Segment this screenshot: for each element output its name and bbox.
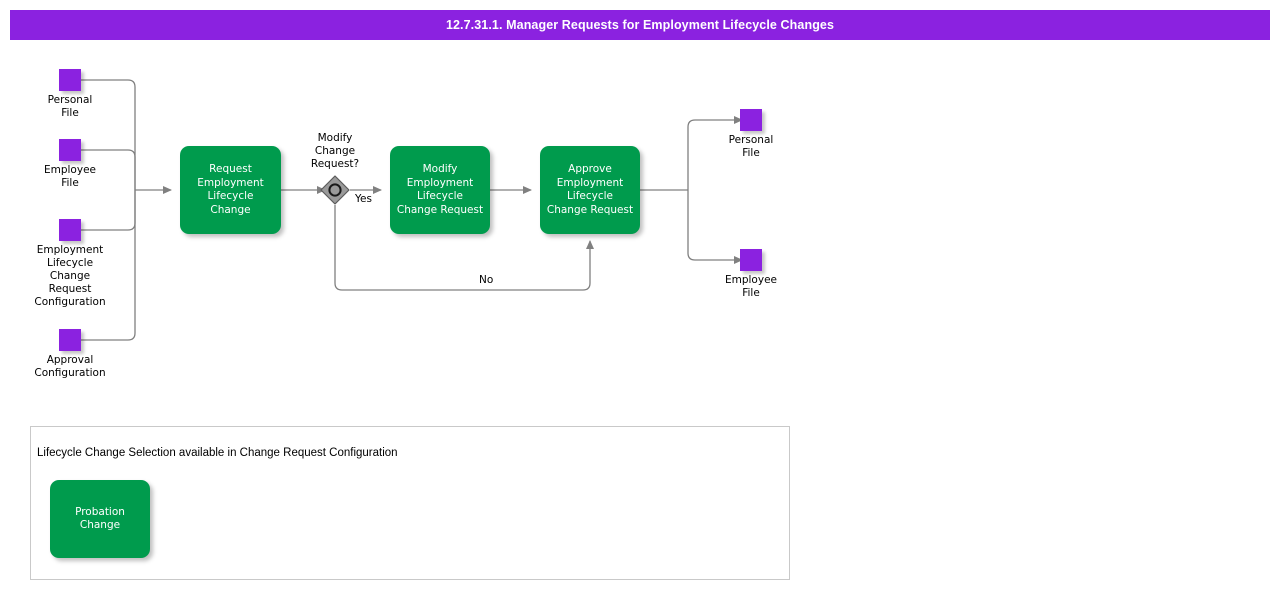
data-object-approval-configuration[interactable] (59, 329, 81, 351)
data-object-personal-file-in[interactable] (59, 69, 81, 91)
legend-note-text: Lifecycle Change Selection available in … (37, 447, 398, 459)
complex-gateway-icon[interactable] (320, 175, 350, 205)
gateway-label-modify-change-request: Modify Change Request? (310, 132, 360, 170)
flow-label-no: No (479, 274, 494, 286)
data-object-label-personal-file-out: Personal File (728, 134, 774, 159)
data-object-lifecycle-change-request-config[interactable] (59, 219, 81, 241)
data-object-label-employee-file-out: Employee File (724, 274, 777, 299)
legend-item-probation-change[interactable]: Probation Change (50, 480, 150, 558)
data-object-employee-file-in[interactable] (59, 139, 81, 161)
data-object-label-lifecycle-change-request-config: Employment Lifecycle Change Request Conf… (34, 244, 106, 308)
task-modify-employment-lifecycle-change-request[interactable]: Modify Employment Lifecycle Change Reque… (390, 146, 490, 234)
task-approve-employment-lifecycle-change-request[interactable]: Approve Employment Lifecycle Change Requ… (540, 146, 640, 234)
data-object-employee-file-out[interactable] (740, 249, 762, 271)
flow-label-yes: Yes (355, 193, 372, 205)
wire-split-to-employee-file-out (687, 190, 743, 264)
page-title-bar: 12.7.31.1. Manager Requests for Employme… (10, 10, 1270, 40)
task-request-employment-lifecycle-change[interactable]: Request Employment Lifecycle Change (180, 146, 281, 234)
page-title: 12.7.31.1. Manager Requests for Employme… (445, 18, 835, 32)
data-object-label-approval-configuration: Approval Configuration (34, 354, 106, 379)
wire-lifecycle-config-in (81, 190, 136, 231)
data-object-personal-file-out[interactable] (740, 109, 762, 131)
data-object-label-personal-file-in: Personal File (47, 94, 93, 119)
legend-panel (30, 426, 790, 580)
data-object-label-employee-file-in: Employee File (43, 164, 96, 189)
